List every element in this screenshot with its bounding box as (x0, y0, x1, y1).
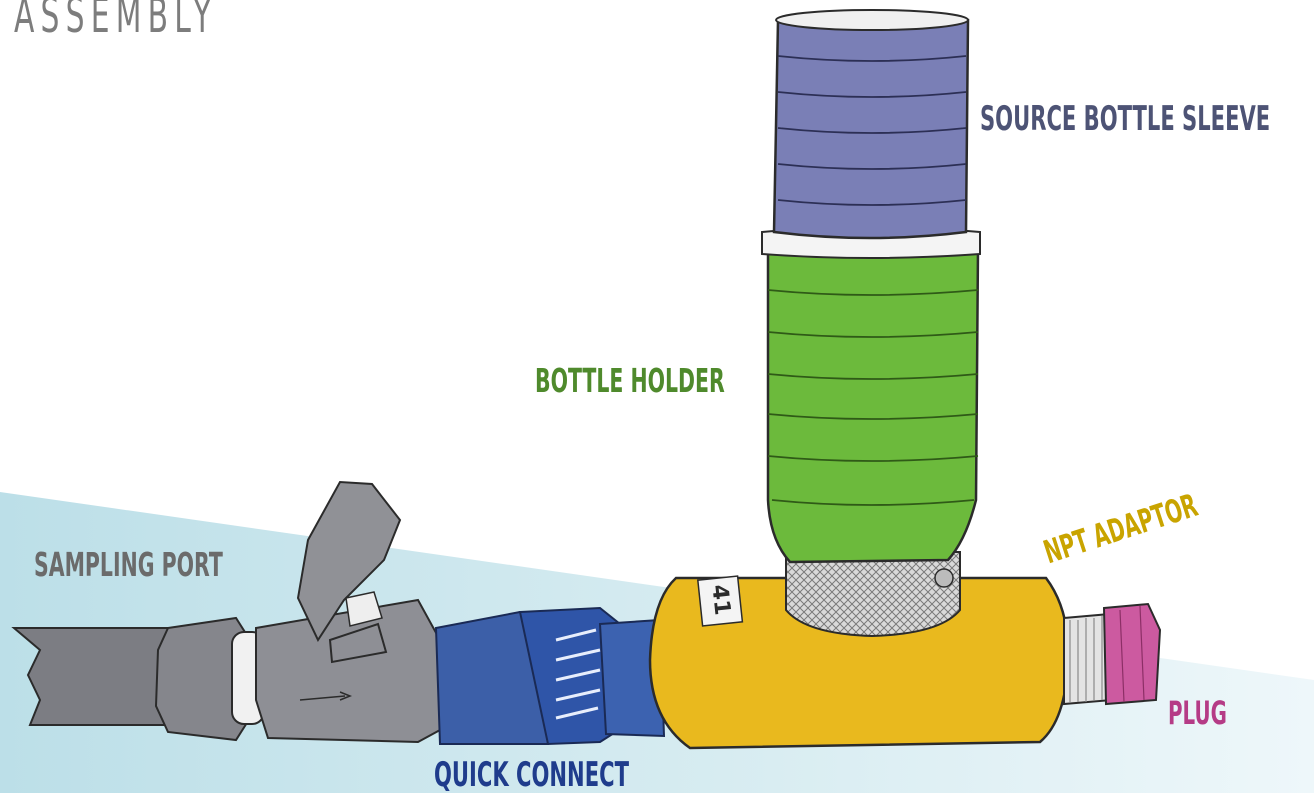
label-sampling-port: SAMPLING PORT (34, 545, 223, 584)
quick-connect (434, 606, 666, 746)
sampling-port-valve (154, 480, 441, 744)
source-bottle-sleeve (772, 9, 970, 240)
body-tag-number: 41 (706, 583, 734, 616)
knurled-nut (785, 551, 961, 638)
main-body: 41 (648, 575, 1070, 750)
plug (1102, 602, 1162, 706)
label-source-bottle-sleeve: SOURCE BOTTLE SLEEVE (980, 99, 1271, 139)
label-quick-connect: QUICK CONNECT (434, 755, 629, 793)
diagram-title: ASSEMBLY (14, 0, 218, 44)
bottle-holder (761, 226, 981, 564)
label-bottle-holder: BOTTLE HOLDER (535, 361, 725, 400)
label-plug: PLUG (1168, 694, 1227, 732)
hose (11, 627, 179, 726)
